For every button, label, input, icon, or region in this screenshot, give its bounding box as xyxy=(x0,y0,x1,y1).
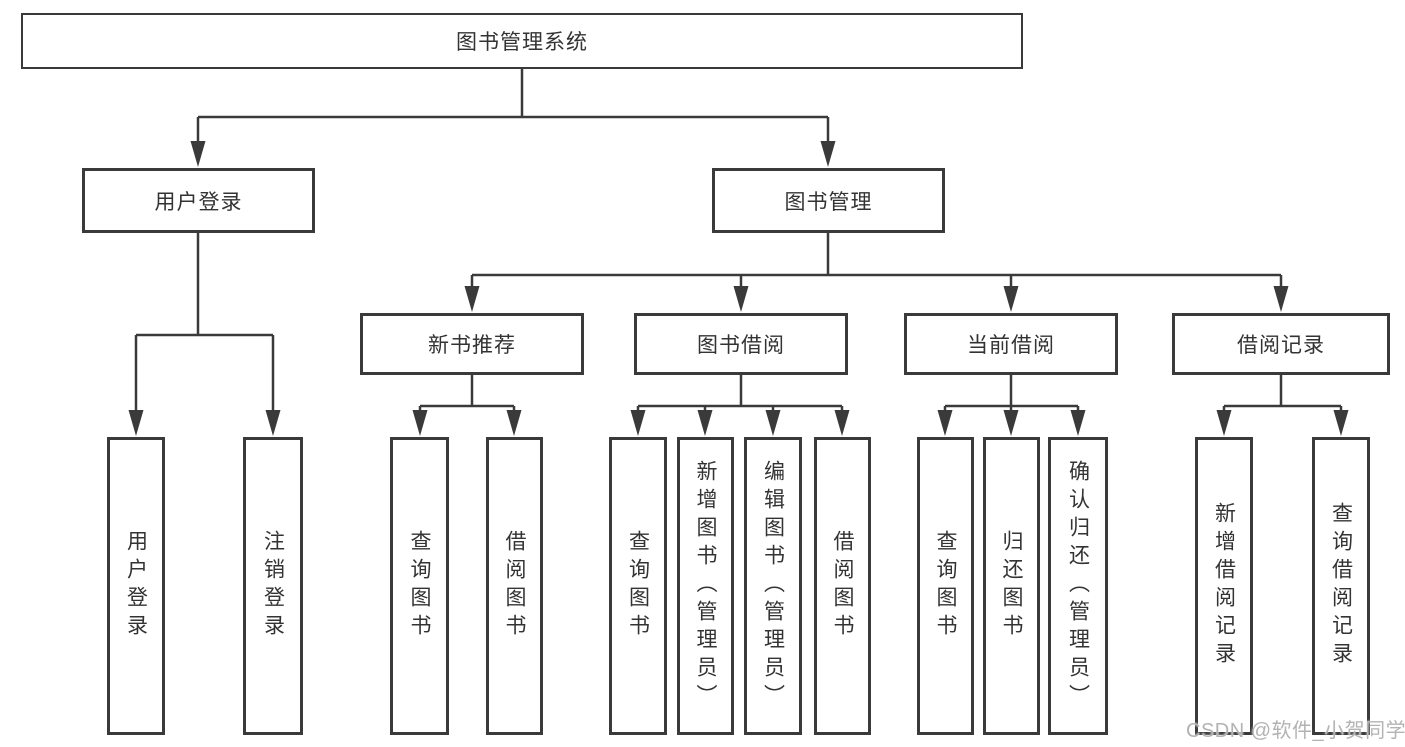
leaf-records-query-record: 查询借阅记录 xyxy=(1312,437,1370,735)
watermark: CSDN @软件_小贺同学 xyxy=(1186,720,1405,742)
node-borrowing-records: 借阅记录 xyxy=(1172,313,1390,375)
node-root-label: 图书管理系统 xyxy=(456,31,588,54)
leaf-current-return-book: 归还图书 xyxy=(983,437,1040,735)
leaf-current-return-book-label: 归还图书 xyxy=(1000,530,1023,642)
arrowheads xyxy=(128,141,1349,436)
node-borrowing-records-label: 借阅记录 xyxy=(1237,334,1325,357)
leaf-borrow-borrow-books-label: 借阅图书 xyxy=(831,530,854,642)
leaf-newbook-borrow-books-label: 借阅图书 xyxy=(503,530,526,642)
leaf-current-query-books-label: 查询图书 xyxy=(934,530,957,642)
node-current-borrowing: 当前借阅 xyxy=(904,313,1118,375)
node-user-login: 用户登录 xyxy=(82,168,315,233)
leaf-borrow-edit-book-admin: 编辑图书（管理员） xyxy=(744,437,802,735)
leaf-borrow-add-book-admin: 新增图书（管理员） xyxy=(677,437,734,735)
node-book-borrowing-label: 图书借阅 xyxy=(697,334,785,357)
leaf-borrow-edit-book-admin-label: 编辑图书（管理员） xyxy=(761,460,785,712)
node-book-borrowing: 图书借阅 xyxy=(634,313,848,375)
leaf-borrow-query-books-label: 查询图书 xyxy=(626,530,650,642)
node-current-borrowing-label: 当前借阅 xyxy=(967,334,1055,357)
leaf-logout: 注销登录 xyxy=(243,437,303,735)
leaf-newbook-query-books-label: 查询图书 xyxy=(408,530,431,642)
leaf-newbook-query-books: 查询图书 xyxy=(390,437,449,735)
leaf-logout-label: 注销登录 xyxy=(261,530,285,642)
leaf-records-add-record-label: 新增借阅记录 xyxy=(1212,502,1236,670)
leaf-records-add-record: 新增借阅记录 xyxy=(1195,437,1253,735)
node-root: 图书管理系统 xyxy=(21,13,1023,69)
node-book-management-label: 图书管理 xyxy=(784,190,873,214)
leaf-records-query-record-label: 查询借阅记录 xyxy=(1329,502,1353,670)
leaf-newbook-borrow-books: 借阅图书 xyxy=(486,437,543,735)
leaf-current-confirm-return-admin-label: 确认归还（管理员） xyxy=(1066,460,1090,712)
node-new-book-recommendation: 新书推荐 xyxy=(360,313,584,375)
node-book-management: 图书管理 xyxy=(712,168,945,233)
node-new-book-recommendation-label: 新书推荐 xyxy=(428,334,516,357)
leaf-current-query-books: 查询图书 xyxy=(917,437,974,735)
leaf-borrow-borrow-books: 借阅图书 xyxy=(814,437,871,735)
leaf-user-login: 用户登录 xyxy=(107,437,165,735)
leaf-borrow-query-books: 查询图书 xyxy=(609,437,667,735)
leaf-user-login-label: 用户登录 xyxy=(124,530,148,642)
node-user-login-label: 用户登录 xyxy=(154,190,243,214)
leaf-borrow-add-book-admin-label: 新增图书（管理员） xyxy=(694,460,717,712)
leaf-current-confirm-return-admin: 确认归还（管理员） xyxy=(1048,437,1108,735)
